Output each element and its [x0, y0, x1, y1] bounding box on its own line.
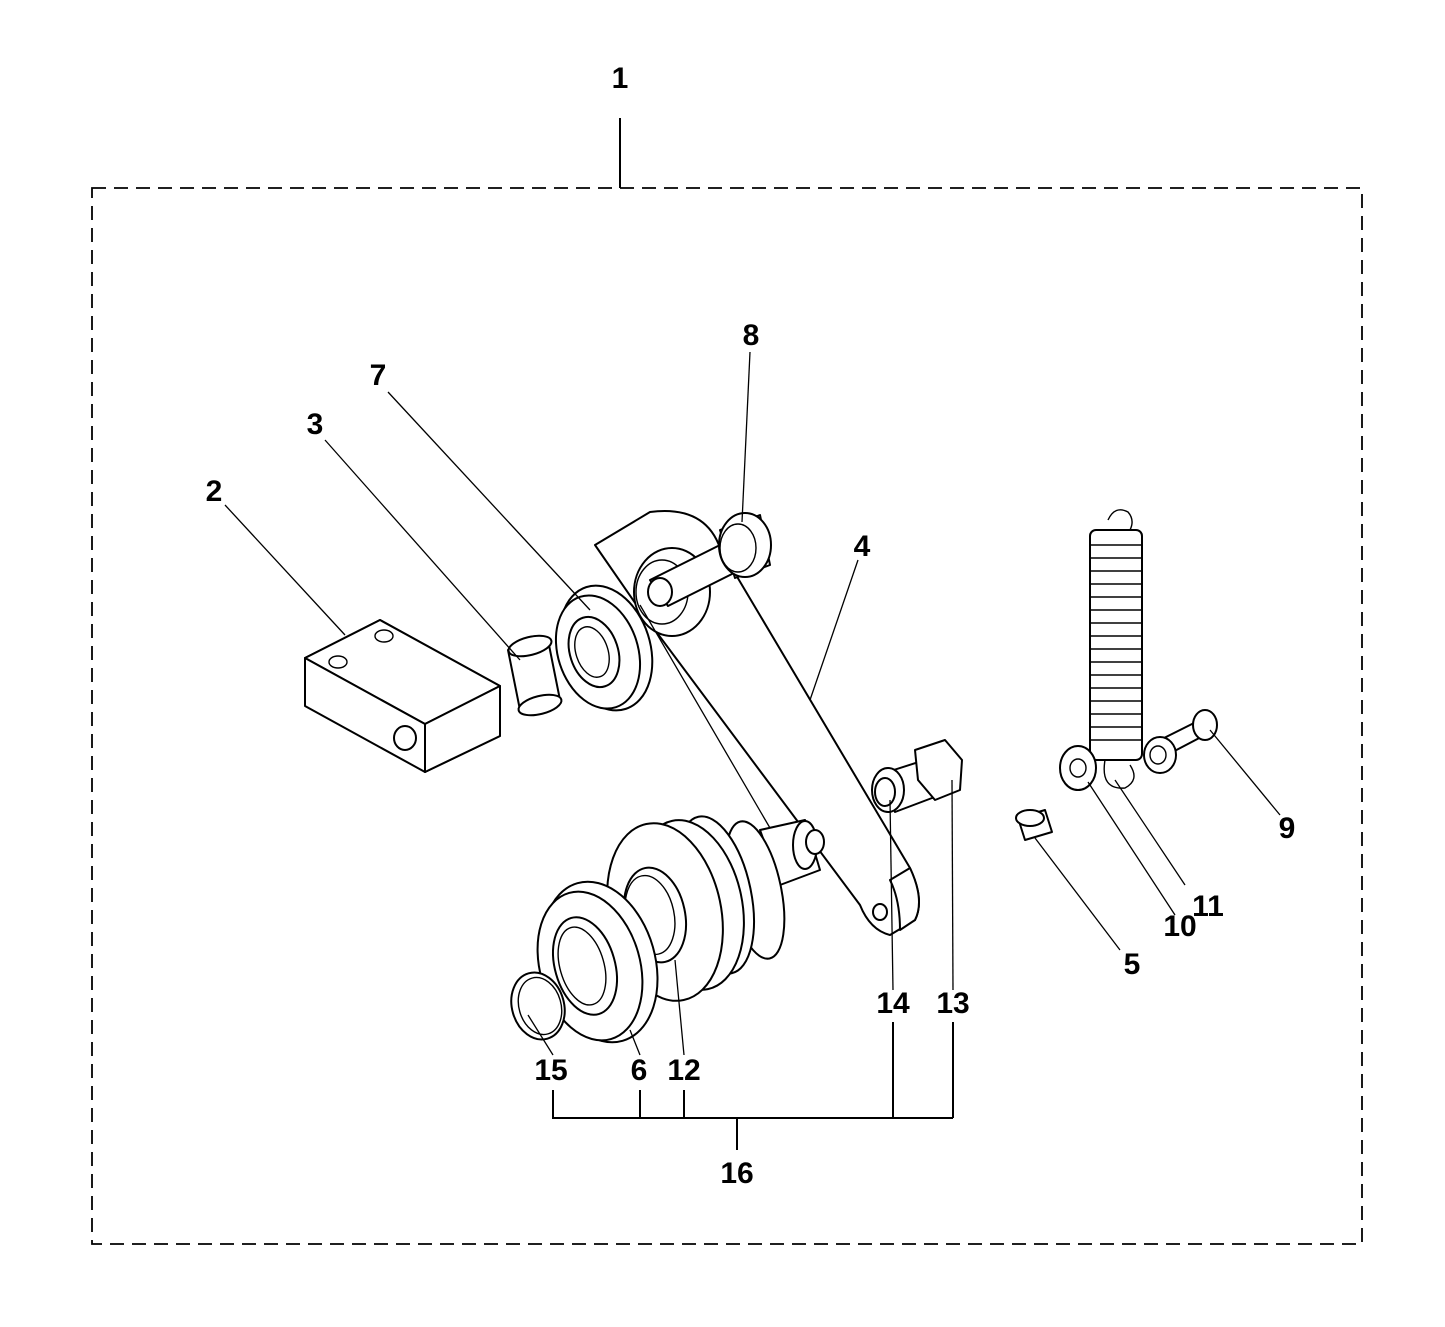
callout-8: 8 [743, 319, 760, 352]
block-part [304, 619, 501, 773]
callout-13: 13 [936, 987, 969, 1020]
washer-part [1059, 745, 1097, 791]
pivot-bushing-part [647, 512, 772, 607]
callout-5: 5 [1124, 948, 1141, 981]
callout-3: 3 [307, 408, 324, 441]
callout-6: 6 [631, 1054, 648, 1087]
front-bearing-part [536, 880, 659, 1044]
callout-4: 4 [854, 530, 871, 563]
rear-bearing-part [554, 584, 654, 712]
bushing-part [507, 634, 563, 717]
callout-11: 11 [1192, 890, 1224, 923]
callout-16: 16 [720, 1157, 753, 1190]
callout-9: 9 [1279, 812, 1296, 845]
callout-2: 2 [206, 475, 223, 508]
leader-lines [224, 351, 1281, 1056]
callout-12: 12 [667, 1054, 700, 1087]
snap-ring-part [510, 971, 566, 1041]
callout-1: 1 [612, 62, 629, 95]
callout-7: 7 [370, 359, 387, 392]
spring-part [1089, 509, 1143, 789]
assembly-frame [91, 187, 1363, 1245]
kit-bracket [552, 1022, 954, 1150]
callout-10: 10 [1163, 910, 1196, 943]
small-bushing-part [1015, 809, 1053, 841]
callout-15: 15 [534, 1054, 567, 1087]
hex-bolt-part [871, 739, 963, 813]
callout-14: 14 [876, 987, 910, 1020]
shoulder-bolt-part [1143, 709, 1218, 774]
